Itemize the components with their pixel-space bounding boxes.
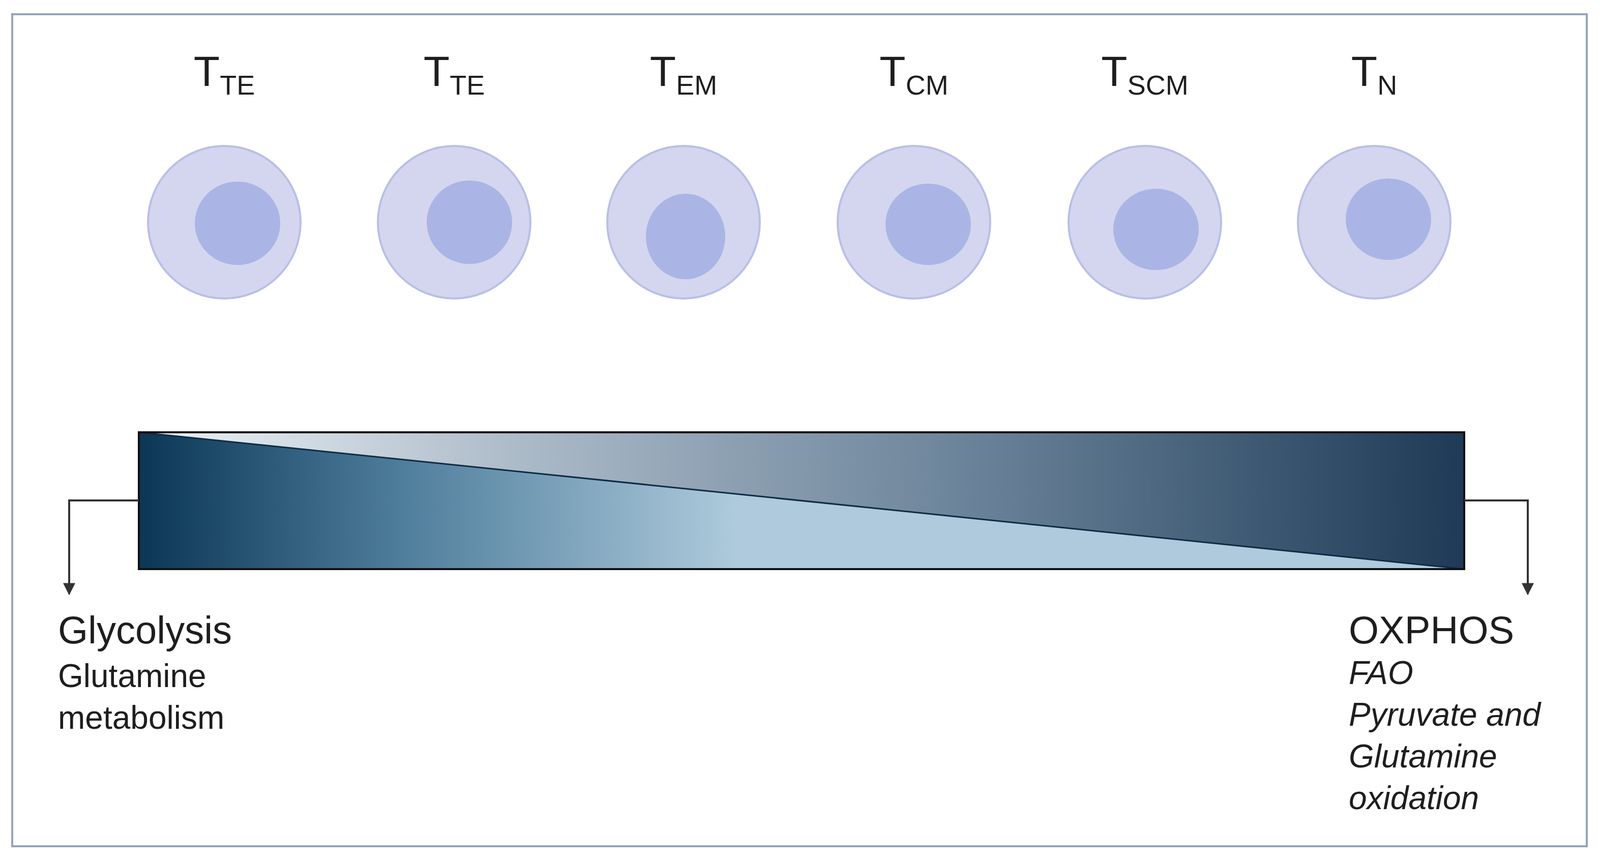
cell-node: TEM (602, 45, 765, 304)
cell-shape (832, 143, 996, 302)
leader-arrow (1464, 500, 1528, 595)
gradient-bar (138, 432, 1465, 570)
cell-shape (602, 143, 765, 302)
cell-nucleus (885, 183, 971, 265)
cell-body (1068, 145, 1222, 299)
cell-body (147, 145, 301, 299)
pathway-heading: OXPHOS (1348, 608, 1573, 653)
cell-shape (1063, 143, 1227, 302)
cell-type-label: TEM (602, 45, 765, 102)
frame (12, 14, 1587, 847)
pathway-note: Pyruvate and Glutamine oxidation (1348, 693, 1573, 819)
cell-nucleus (426, 180, 513, 264)
leader-arrow (69, 500, 139, 595)
cell-body (607, 145, 760, 299)
cell-node: TTE (372, 45, 536, 304)
cell-type-label: TCM (832, 45, 996, 102)
cell-type-label: TN (1292, 45, 1456, 102)
pathway-heading: Glycolysis (57, 608, 262, 653)
cell-shape (372, 143, 536, 302)
cell-shape (142, 143, 306, 302)
cell-body (837, 145, 991, 299)
oxphos-gradient (138, 432, 1465, 570)
cell-type-label: TSCM (1063, 45, 1227, 102)
cell-shape (1292, 143, 1456, 302)
label-group: GlycolysisGlutamine metabolism (57, 608, 262, 739)
cell-node: TCM (832, 45, 996, 304)
cell-body (1297, 145, 1451, 299)
cell-nucleus (645, 193, 726, 280)
cell-node: TTE (142, 45, 306, 304)
cell-body (377, 145, 531, 299)
cell-nucleus (194, 181, 281, 265)
pathway-note: FAO (1348, 652, 1573, 694)
cell-type-label: TTE (142, 45, 306, 102)
label-group: OXPHOSFAOPyruvate and Glutamine oxidatio… (1348, 608, 1573, 819)
cell-type-label: TTE (372, 45, 536, 102)
cell-nucleus (1345, 178, 1432, 260)
cell-nucleus (1113, 188, 1199, 271)
gradient-diagonal (138, 432, 1465, 570)
cell-node: TSCM (1063, 45, 1227, 304)
glycolysis-gradient (138, 432, 1465, 570)
cell-node: TN (1292, 45, 1456, 304)
pathway-note: Glutamine metabolism (57, 655, 262, 739)
